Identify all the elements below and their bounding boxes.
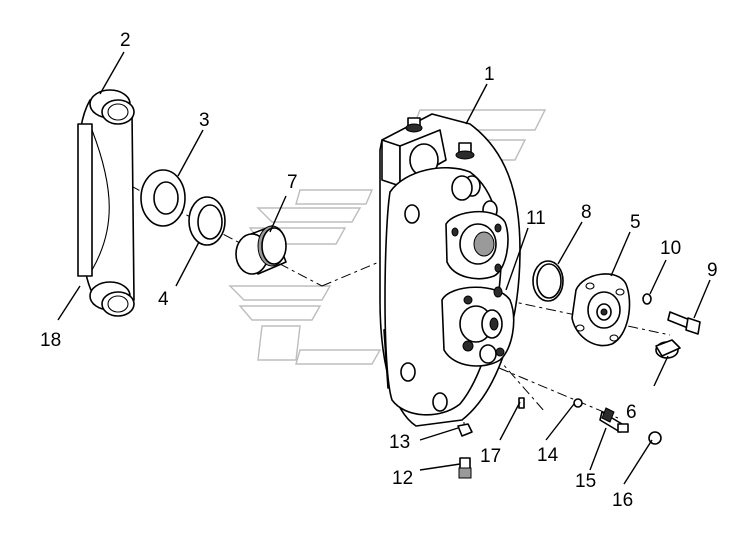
callout-5: 5: [630, 212, 641, 233]
main-housing: [379, 113, 521, 427]
ball: [573, 398, 583, 408]
plug: [655, 339, 681, 359]
callout-9: 9: [707, 260, 718, 281]
bushing-bottom: [89, 281, 135, 317]
upper-pump-plate: [445, 210, 509, 280]
callout-7: 7: [287, 172, 298, 193]
callout-3: 3: [199, 110, 210, 131]
grease-fitting: [599, 407, 629, 433]
housing-bolt-top-left: [405, 117, 423, 133]
housing-bolt-top-right: [455, 142, 475, 160]
callout-15: 15: [575, 471, 596, 492]
hex-bolt: [458, 457, 472, 479]
callout-18: 18: [40, 330, 61, 351]
hex-nut: [457, 423, 473, 437]
callout-13: 13: [389, 432, 410, 453]
callout-labels: 1 2 3 4 5 6 7 8 9 10 11 12 13 14 15 16 1…: [40, 30, 718, 511]
leader-lines: [57, 51, 711, 485]
seal-ring: [188, 196, 226, 246]
callout-17: 17: [480, 446, 501, 467]
watermark-logo: [228, 109, 547, 365]
lower-pump-plate: [441, 286, 515, 367]
pump-cover: [571, 273, 631, 347]
cap-screw: [667, 311, 701, 335]
callout-11: 11: [526, 208, 546, 229]
bushing-top: [89, 89, 135, 125]
flat-washer: [140, 169, 186, 227]
callout-1: 1: [484, 64, 495, 85]
callout-8: 8: [581, 202, 592, 223]
o-ring: [532, 260, 564, 302]
callout-14: 14: [537, 445, 559, 466]
callout-16: 16: [612, 490, 633, 511]
callout-4: 4: [158, 289, 169, 310]
callout-10: 10: [660, 238, 681, 259]
arm-bracket: [77, 89, 135, 317]
callout-6: 6: [626, 402, 637, 423]
callout-12: 12: [392, 468, 413, 489]
callout-2: 2: [120, 30, 131, 51]
lock-washer: [642, 293, 652, 305]
cylinder-bushing: [235, 225, 287, 275]
